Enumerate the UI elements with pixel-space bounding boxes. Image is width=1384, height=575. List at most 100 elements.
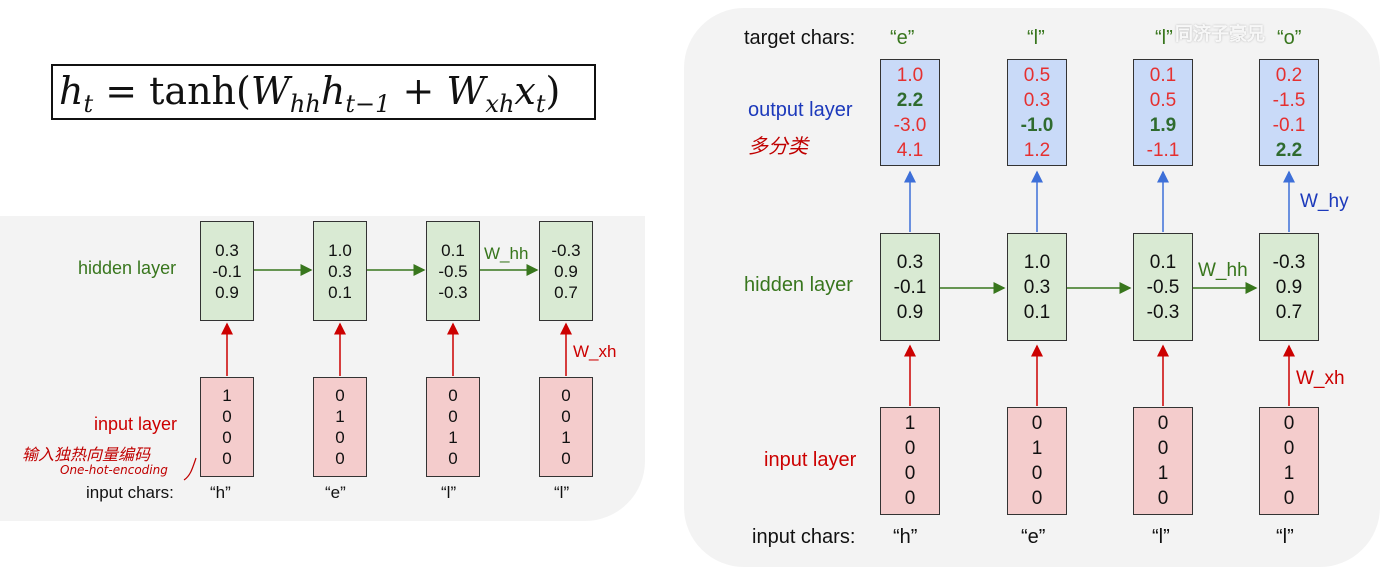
w-xh-label: W_xh (573, 342, 617, 361)
output-vector-box: 0.2 -1.5 -0.1 2.2 (1259, 59, 1319, 166)
input-value: 0 (448, 386, 458, 405)
hidden-value: 0.7 (554, 282, 578, 302)
hidden-value: 0.9 (554, 261, 578, 281)
hidden-value: 0.1 (1023, 301, 1051, 323)
input-char: “l” (1276, 526, 1294, 548)
output-value-correct: -1.0 (1020, 114, 1054, 136)
input-value: 0 (1283, 413, 1295, 434)
hidden-value: -0.1 (893, 276, 927, 298)
w-hy-label: W_hy (1300, 191, 1349, 212)
input-char: “l” (1152, 526, 1170, 548)
output-value: -1.1 (1146, 139, 1180, 161)
input-value: 0 (335, 386, 345, 405)
input-vector-box: 0 1 0 0 (313, 377, 367, 477)
input-value: 1 (335, 407, 345, 426)
input-value: 0 (1283, 438, 1295, 459)
hidden-value: 0.1 (1149, 251, 1177, 273)
input-value: 0 (222, 428, 232, 447)
input-vector-box: 1 0 0 0 (200, 377, 254, 477)
input-value: 1 (1283, 463, 1295, 484)
input-char: “l” (554, 483, 570, 502)
output-value: 0.5 (1023, 64, 1051, 86)
input-value: 0 (222, 449, 232, 468)
hidden-layer-label: hidden layer (744, 274, 853, 296)
input-value: 0 (448, 449, 458, 468)
hidden-state-box: 0.3 -0.1 0.9 (880, 233, 940, 341)
input-char: “h” (893, 526, 918, 548)
output-value: 1.0 (896, 64, 924, 86)
hidden-value: -0.5 (1146, 276, 1180, 298)
w-hh-label: W_hh (1198, 260, 1248, 281)
hidden-value: 0.7 (1275, 301, 1303, 323)
input-char: “h” (210, 483, 231, 502)
input-value: 0 (1157, 438, 1169, 459)
output-value: 0.5 (1149, 89, 1177, 111)
input-layer-label: input layer (94, 414, 178, 434)
hidden-value: 0.9 (896, 301, 924, 323)
hidden-value: -0.3 (1272, 251, 1306, 273)
handwritten-stroke (183, 457, 197, 481)
output-value: -0.1 (1272, 114, 1306, 136)
input-value: 0 (335, 428, 345, 447)
output-value: 0.2 (1275, 64, 1303, 86)
input-value: 0 (561, 386, 571, 405)
input-value: 0 (1283, 488, 1295, 509)
input-chars-label: input chars: (86, 483, 174, 502)
input-value: 0 (561, 449, 571, 468)
output-value-correct: 1.9 (1149, 114, 1177, 136)
watermark: 同济子豪兄 (1175, 24, 1265, 44)
handwritten-note-onehot-cn: 输入独热向量编码 (22, 445, 151, 464)
input-layer-label: input layer (764, 449, 857, 471)
target-char: “o” (1277, 27, 1302, 49)
output-value-correct: 2.2 (1275, 139, 1303, 161)
target-char: “l” (1027, 27, 1045, 49)
input-char: “e” (325, 483, 346, 502)
hidden-state-box: 0.1-0.5-0.3 (1133, 233, 1193, 341)
hidden-value: 0.3 (215, 240, 239, 260)
hidden-value: -0.3 (438, 282, 468, 302)
hidden-value: 0.3 (896, 251, 924, 273)
input-value: 0 (904, 463, 916, 484)
input-value: 0 (335, 449, 345, 468)
hidden-value: 0.3 (328, 261, 352, 281)
target-char: “l” (1155, 27, 1173, 49)
output-value-correct: 2.2 (896, 89, 924, 111)
input-value: 0 (448, 407, 458, 426)
handwritten-note-multiclass: 多分类 (748, 134, 808, 158)
hidden-value: 0.1 (328, 282, 352, 302)
target-char: “e” (890, 27, 915, 49)
hidden-value: -0.3 (551, 240, 581, 260)
input-value: 0 (1157, 413, 1169, 434)
input-char: “e” (1021, 526, 1046, 548)
hidden-value: 1.0 (1023, 251, 1051, 273)
hidden-state-box: 1.0 0.3 0.1 (1007, 233, 1067, 341)
input-value: 1 (222, 386, 232, 405)
hidden-value: 1.0 (328, 240, 352, 260)
input-value: 0 (1157, 488, 1169, 509)
input-value: 0 (904, 488, 916, 509)
hidden-value: 0.3 (1023, 276, 1051, 298)
output-layer-label: output layer (748, 99, 853, 121)
input-value: 1 (1031, 438, 1043, 459)
target-chars-label: target chars: (744, 27, 856, 49)
output-value: 4.1 (896, 139, 924, 161)
input-char: “l” (441, 483, 457, 502)
rnn-formula: ht = tanh(Whhht−1 + Wxhxt) (51, 64, 596, 120)
input-value: 0 (904, 438, 916, 459)
input-value: 0 (1031, 413, 1043, 434)
hidden-state-box: 0.1-0.5-0.3 (426, 221, 480, 321)
output-value: -1.5 (1272, 89, 1306, 111)
input-value: 0 (222, 407, 232, 426)
